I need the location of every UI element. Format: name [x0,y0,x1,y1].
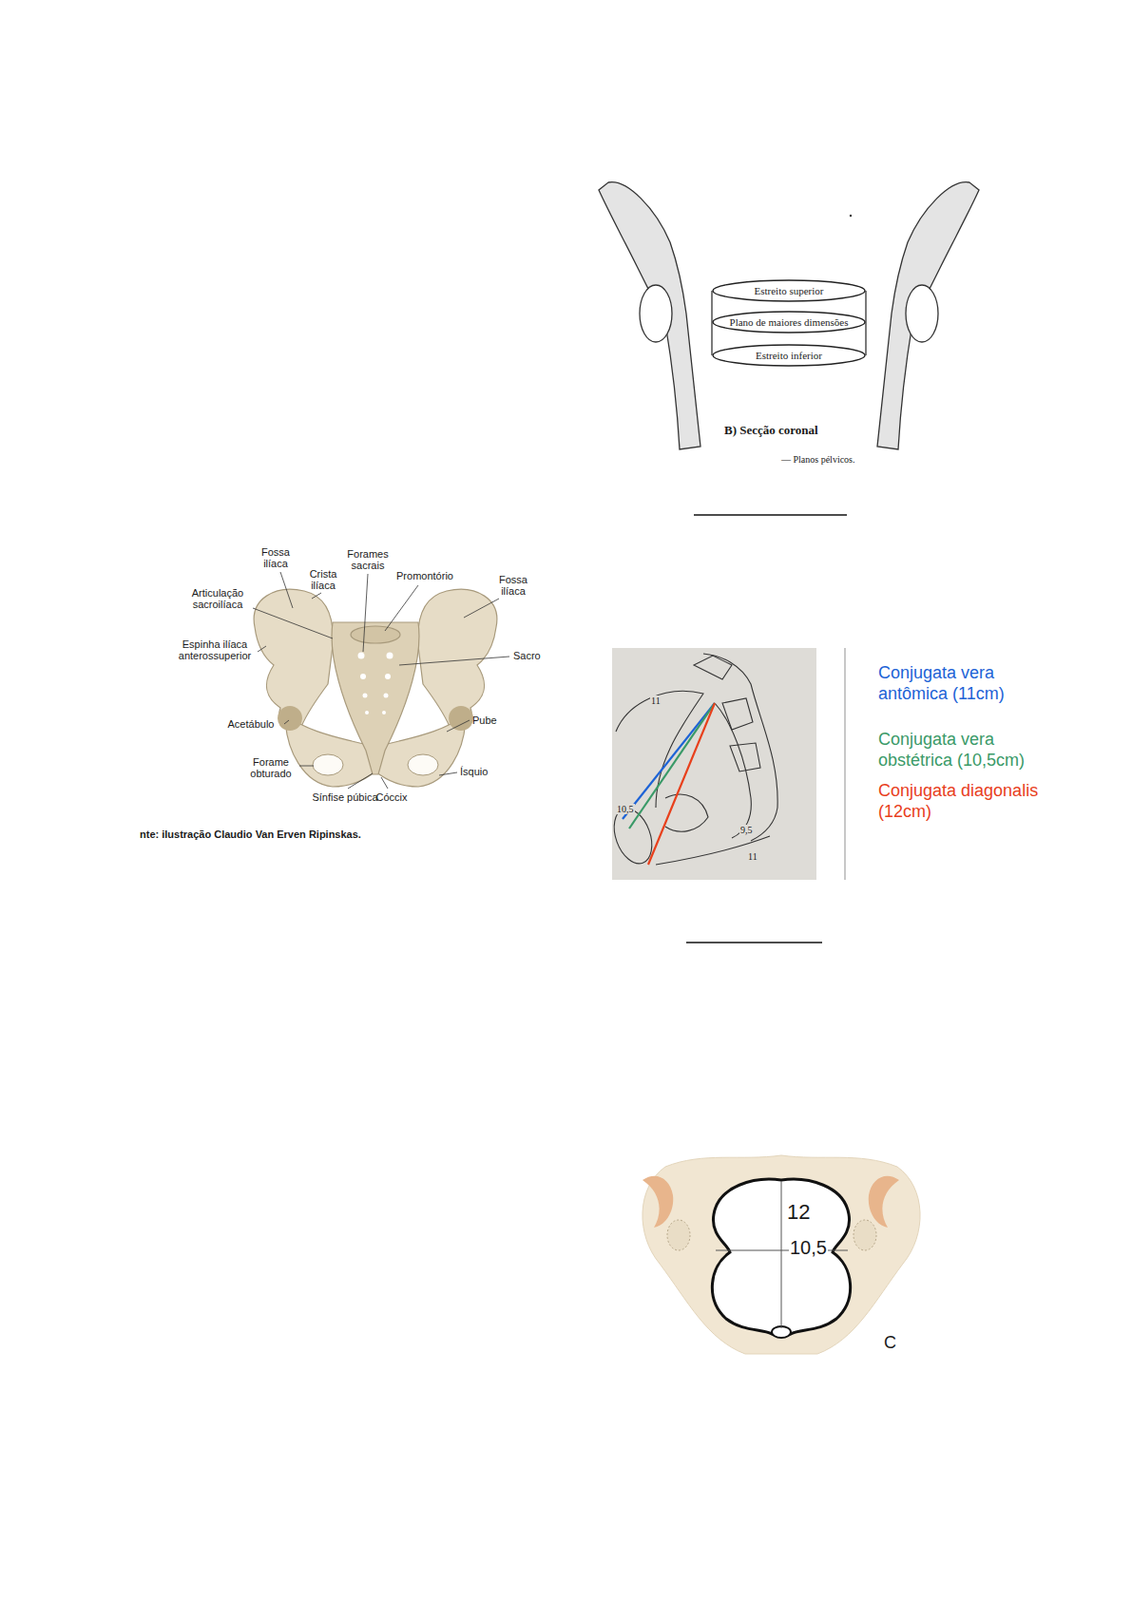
legend-entry: Conjugata diagonalis (12cm) [878,781,1046,823]
pelvic-plane-ellipse: Estreito inferior [711,344,866,367]
dimension-value: 11 [747,851,759,863]
part-label: Crista ilíaca [302,568,345,593]
dimension-value: 9,5 [739,825,754,836]
part-label: Sacro [513,650,541,662]
part-label: Espinha ilíaca anterossuperior [173,638,256,663]
part-label: Fossa ilíaca [254,546,297,571]
dimension-value: 12 [786,1201,810,1226]
sagittal-pelvis-illustration [607,648,845,881]
part-label: Fossa ilíaca [492,574,535,598]
pelvic-inlet-illustration [642,1155,921,1355]
figure-caption: — Planos pélvicos. [781,454,856,465]
plane-label: Estreito inferior [711,349,866,362]
dimension-value: 10,5 [788,1237,828,1259]
legend-text: Conjugata diagonalis (12cm) [878,781,1038,822]
legend-text: Conjugata vera antômica (11cm) [878,663,1005,704]
ellipse-shape [712,311,865,333]
dimension-value: 11 [650,695,662,707]
pelvis-details [277,652,474,777]
ellipse-shape [712,280,865,302]
pelvic-plane-ellipse: Estreito superior [711,279,866,303]
part-label: Forame obturado [244,756,298,781]
figure-letter: C [883,1333,897,1353]
rule-line [693,514,847,517]
part-label: Forames sacrais [342,548,394,573]
legend-entry: Conjugata vera obstétrica (10,5cm) [878,729,1046,771]
coronal-section-illustration [598,182,979,450]
dimension-value: 10,5 [615,804,635,815]
figure-caption: B) Secção coronal [724,423,819,439]
leader-lines [252,572,510,789]
pelvis-bones [253,589,498,787]
part-label: Sínfise púbica [302,791,388,804]
part-label: Pube [472,714,498,727]
rule-line [686,941,823,944]
part-label: Articulação sacroilíaca [185,587,250,612]
plane-label: Plano de maiores dimensões [711,316,866,328]
ellipse-shape [712,345,865,366]
source-note: nte: ilustração Claudio Van Erven Ripins… [139,828,362,841]
part-label: Promontório [386,570,463,582]
plane-label: Estreito superior [711,285,866,297]
pelvic-plane-ellipse: Plano de maiores dimensões [711,310,866,334]
part-label: Cóccix [370,791,413,804]
legend-entry: Conjugata vera antômica (11cm) [878,663,1046,705]
part-label: Acetábulo [219,718,283,730]
part-label: Ísquio [460,766,488,778]
legend-text: Conjugata vera obstétrica (10,5cm) [878,729,1025,770]
